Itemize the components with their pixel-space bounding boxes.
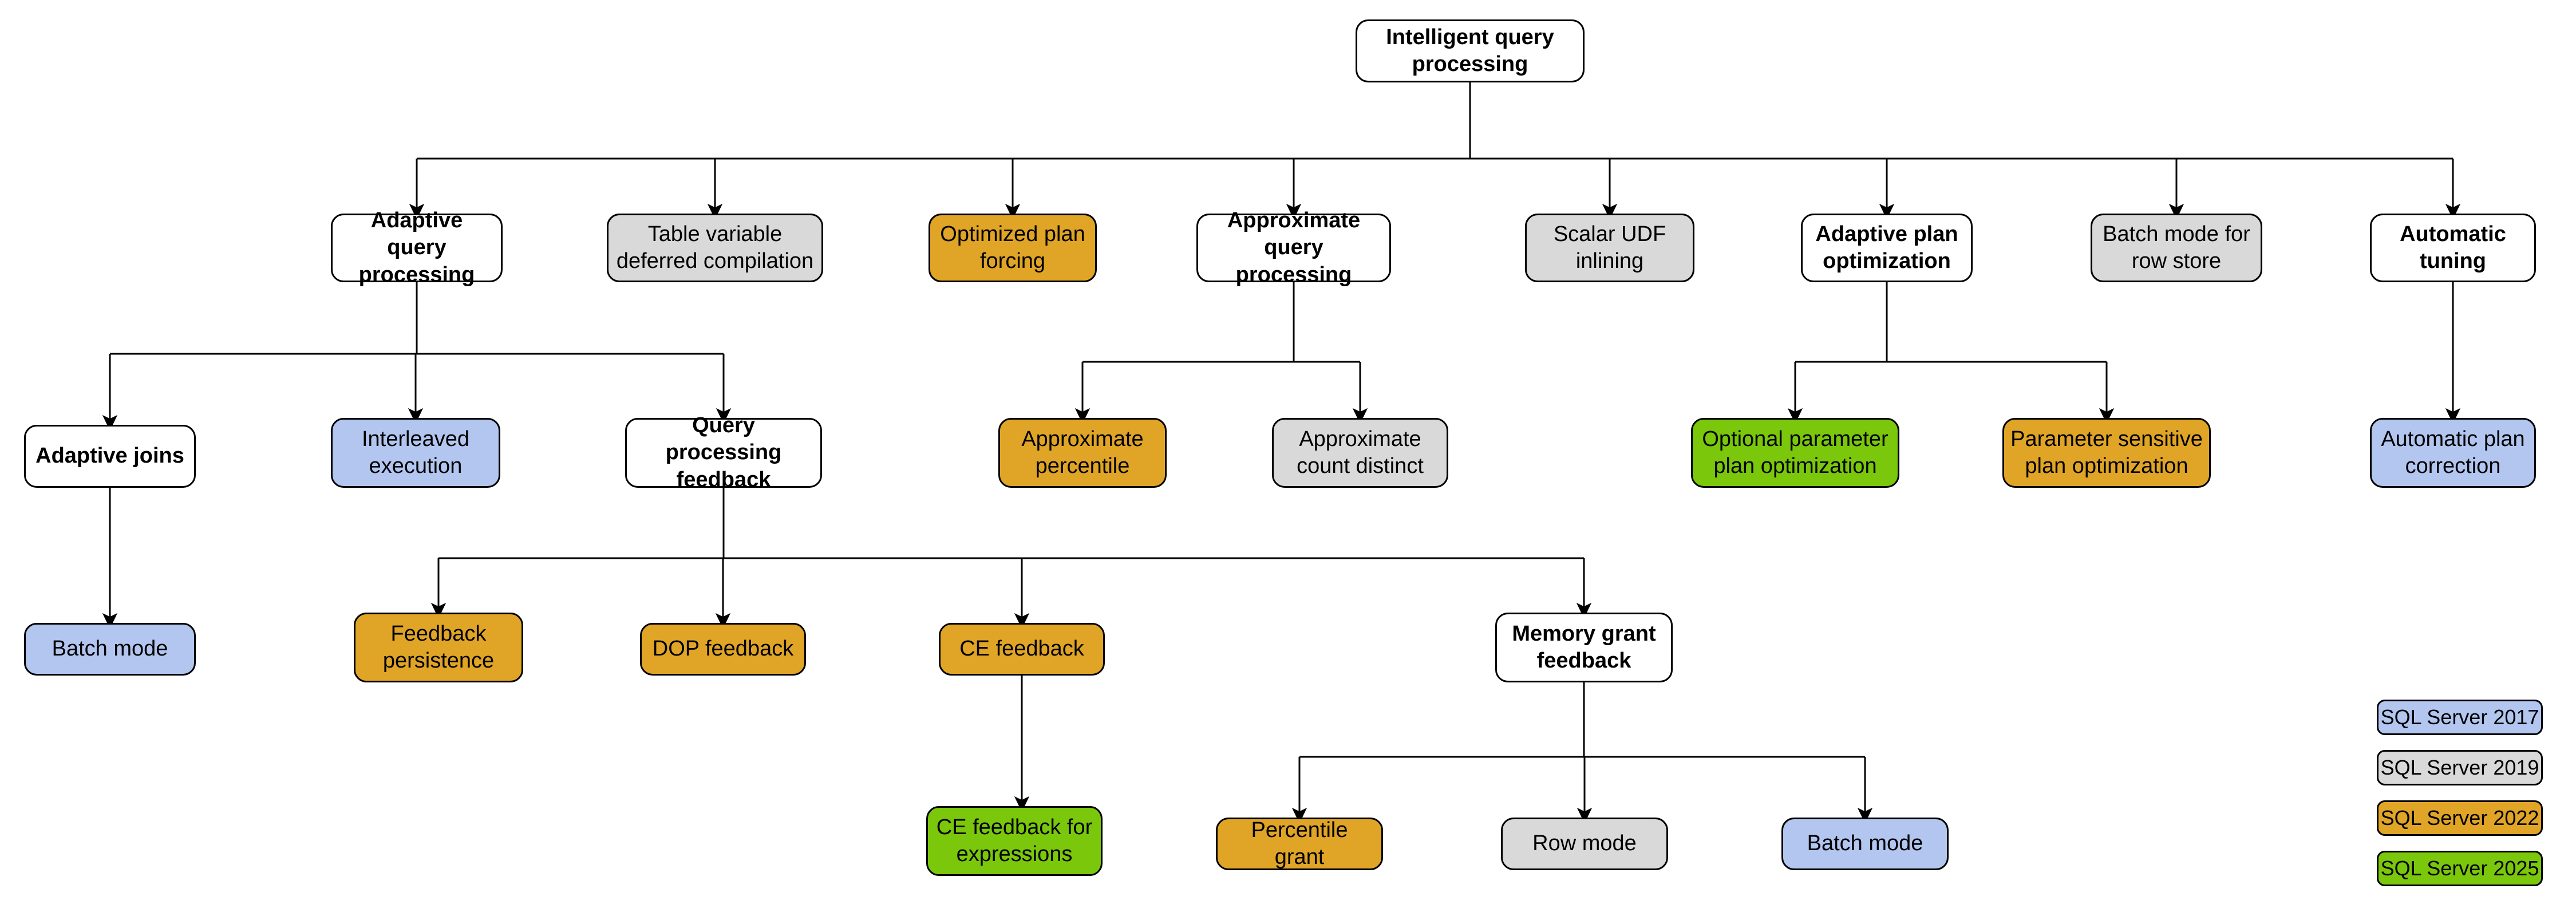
legend-item-sql-server-2017: SQL Server 2017 bbox=[2377, 700, 2543, 735]
node-fp[interactable]: Feedback persistence bbox=[354, 613, 523, 682]
node-tvdc[interactable]: Table variable deferred compilation bbox=[607, 214, 823, 282]
legend-item-sql-server-2019: SQL Server 2019 bbox=[2377, 750, 2543, 785]
legend-item-sql-server-2025: SQL Server 2025 bbox=[2377, 851, 2543, 886]
node-acd[interactable]: Approximate count distinct bbox=[1272, 418, 1448, 488]
node-dop[interactable]: DOP feedback bbox=[640, 623, 806, 676]
node-udf[interactable]: Scalar UDF inlining bbox=[1525, 214, 1694, 282]
node-opf[interactable]: Optimized plan forcing bbox=[929, 214, 1097, 282]
node-root[interactable]: Intelligent query processing bbox=[1356, 19, 1585, 82]
node-bm1[interactable]: Batch mode bbox=[24, 623, 196, 676]
node-apo[interactable]: Adaptive plan optimization bbox=[1801, 214, 1973, 282]
node-apq[interactable]: Approximate query processing bbox=[1196, 208, 1391, 287]
node-oppo[interactable]: Optional parameter plan optimization bbox=[1691, 418, 1899, 488]
legend-item-sql-server-2022: SQL Server 2022 bbox=[2377, 800, 2543, 836]
node-rm[interactable]: Row mode bbox=[1501, 818, 1668, 870]
node-cefe[interactable]: CE feedback for expressions bbox=[926, 806, 1103, 876]
node-ce[interactable]: CE feedback bbox=[939, 623, 1105, 676]
node-pg[interactable]: Percentile grant bbox=[1216, 818, 1383, 870]
node-apc[interactable]: Automatic plan correction bbox=[2370, 418, 2536, 488]
node-ie[interactable]: Interleaved execution bbox=[331, 418, 500, 488]
node-pspo[interactable]: Parameter sensitive plan optimization bbox=[2002, 418, 2211, 488]
node-aj[interactable]: Adaptive joins bbox=[24, 425, 196, 488]
node-aqp[interactable]: Adaptive query processing bbox=[331, 208, 503, 287]
node-at[interactable]: Automatic tuning bbox=[2370, 214, 2536, 282]
node-bm2[interactable]: Batch mode bbox=[1781, 818, 1949, 870]
node-mgf[interactable]: Memory grant feedback bbox=[1495, 613, 1673, 682]
node-bmrs[interactable]: Batch mode for row store bbox=[2091, 214, 2262, 282]
node-qpf[interactable]: Query processing feedback bbox=[625, 413, 822, 492]
node-ap[interactable]: Approximate percentile bbox=[998, 418, 1167, 488]
